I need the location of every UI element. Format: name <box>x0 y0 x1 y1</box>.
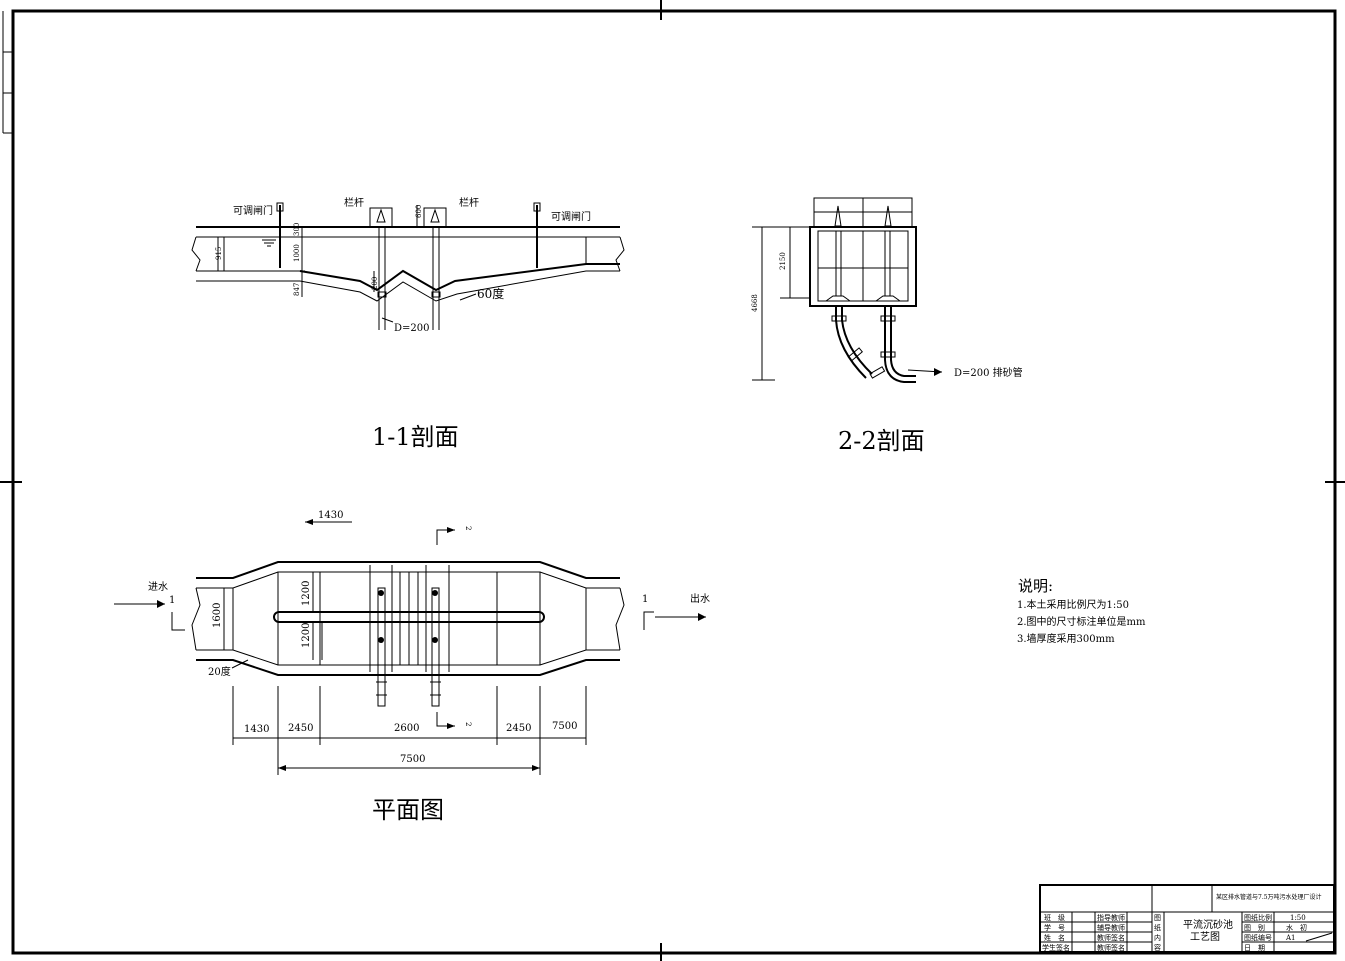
gate-label-right: 可调闸门 <box>551 210 591 223</box>
left-label-2: 学 号 <box>1044 923 1065 932</box>
dim-bottom-5: 7500 <box>552 721 577 732</box>
right-label-2: 图 别 <box>1244 923 1265 932</box>
section-mark-1-left: 1 <box>169 595 175 606</box>
section-2-2-labels: 4668 2150 D=200 排砂管 2-2剖面 <box>751 252 1023 455</box>
outflow-label: 出水 <box>690 592 710 605</box>
drawing-name-2: 工艺图 <box>1190 931 1220 943</box>
number-value: A1 <box>1285 934 1296 942</box>
angle-label-20: 20度 <box>208 665 231 678</box>
dim-915: 915 <box>215 247 223 260</box>
scale-value: 1:50 <box>1290 914 1306 922</box>
dim-200: 200 <box>371 277 379 290</box>
section-1-1 <box>191 202 625 330</box>
dim-bottom-3: 2600 <box>394 723 419 734</box>
railing-label-right: 栏杆 <box>459 196 479 209</box>
section-1-1-labels: 可调闸门 可调闸门 栏杆 栏杆 60度 D=200 915 1000 300 8… <box>215 196 591 451</box>
dim-width-1600: 1600 <box>212 603 223 628</box>
section-2-2 <box>752 197 943 383</box>
dim-bottom-1: 1430 <box>244 724 269 735</box>
section-mark-2-bottom: 2 <box>464 722 472 726</box>
mid-label-1: 指导教师 <box>1097 913 1125 922</box>
vertical-label-1: 图 <box>1154 914 1161 922</box>
note-2: 2.图中的尺寸标注单位是mm <box>1017 615 1146 628</box>
dim-847: 847 <box>293 283 301 296</box>
title-block <box>1039 884 1335 953</box>
left-label-1: 班 级 <box>1044 913 1065 922</box>
dim-300: 300 <box>293 223 301 236</box>
sheet-border <box>11 9 1337 955</box>
plan-view <box>114 519 706 775</box>
dim-total-7500: 7500 <box>400 754 425 765</box>
left-label-4: 学生签名 <box>1042 943 1070 952</box>
vertical-label-4: 容 <box>1154 943 1161 952</box>
right-label-3: 图纸编号 <box>1244 933 1272 942</box>
section-2-2-title: 2-2剖面 <box>838 427 925 455</box>
angle-label-60: 60度 <box>477 286 504 301</box>
gate-label-left: 可调闸门 <box>233 204 273 217</box>
section-mark-2-top: 2 <box>464 526 472 530</box>
drawing-name-1: 平流沉砂池 <box>1183 918 1233 931</box>
section-1-1-title: 1-1剖面 <box>372 423 459 451</box>
left-label-3: 姓 名 <box>1044 933 1065 942</box>
type-value: 水 初 <box>1286 923 1307 932</box>
dim-half-1200-b: 1200 <box>301 623 312 648</box>
mid-label-2: 辅导教师 <box>1097 923 1125 932</box>
pipe-label-2-2: D=200 排砂管 <box>954 366 1023 379</box>
dim-4668: 4668 <box>751 294 759 312</box>
railing-label-left: 栏杆 <box>344 196 364 209</box>
binding-strip <box>2 11 13 134</box>
note-1: 1.本土采用比例尺为1:50 <box>1017 598 1129 611</box>
inflow-label: 进水 <box>148 581 168 593</box>
right-label-1: 图纸比例 <box>1244 913 1272 922</box>
notes: 说明: 1.本土采用比例尺为1:50 2.图中的尺寸标注单位是mm 3.墙厚度采… <box>1017 577 1146 645</box>
mid-label-4: 教师签名 <box>1097 943 1125 952</box>
dim-2150: 2150 <box>779 252 787 270</box>
title-block-text: 某区排水管道与7.5万吨污水处理厂设计 平流沉砂池 工艺图 图 纸 内 容 班 … <box>1042 893 1322 952</box>
dim-bottom-4: 2450 <box>506 723 531 734</box>
note-3: 3.墙厚度采用300mm <box>1017 632 1115 645</box>
project-name: 某区排水管道与7.5万吨污水处理厂设计 <box>1216 893 1322 901</box>
plan-labels: 进水 出水 1 1 2 2 20度 1430 1600 1200 1200 14… <box>148 510 710 824</box>
notes-heading: 说明: <box>1018 577 1053 595</box>
right-label-4: 日 期 <box>1244 944 1265 952</box>
plan-title: 平面图 <box>372 796 444 824</box>
dim-half-1200-a: 1200 <box>301 581 312 606</box>
dim-top-1430: 1430 <box>318 510 343 521</box>
dim-bottom-2: 2450 <box>288 723 313 734</box>
pipe-label-1-1: D=200 <box>394 323 429 334</box>
mid-label-3: 教师签名 <box>1097 933 1125 942</box>
vertical-label-3: 内 <box>1154 933 1161 942</box>
vertical-label-2: 纸 <box>1154 923 1161 932</box>
dim-1000: 1000 <box>293 244 301 262</box>
section-mark-1-right: 1 <box>642 594 648 605</box>
dim-600: 600 <box>415 205 423 218</box>
